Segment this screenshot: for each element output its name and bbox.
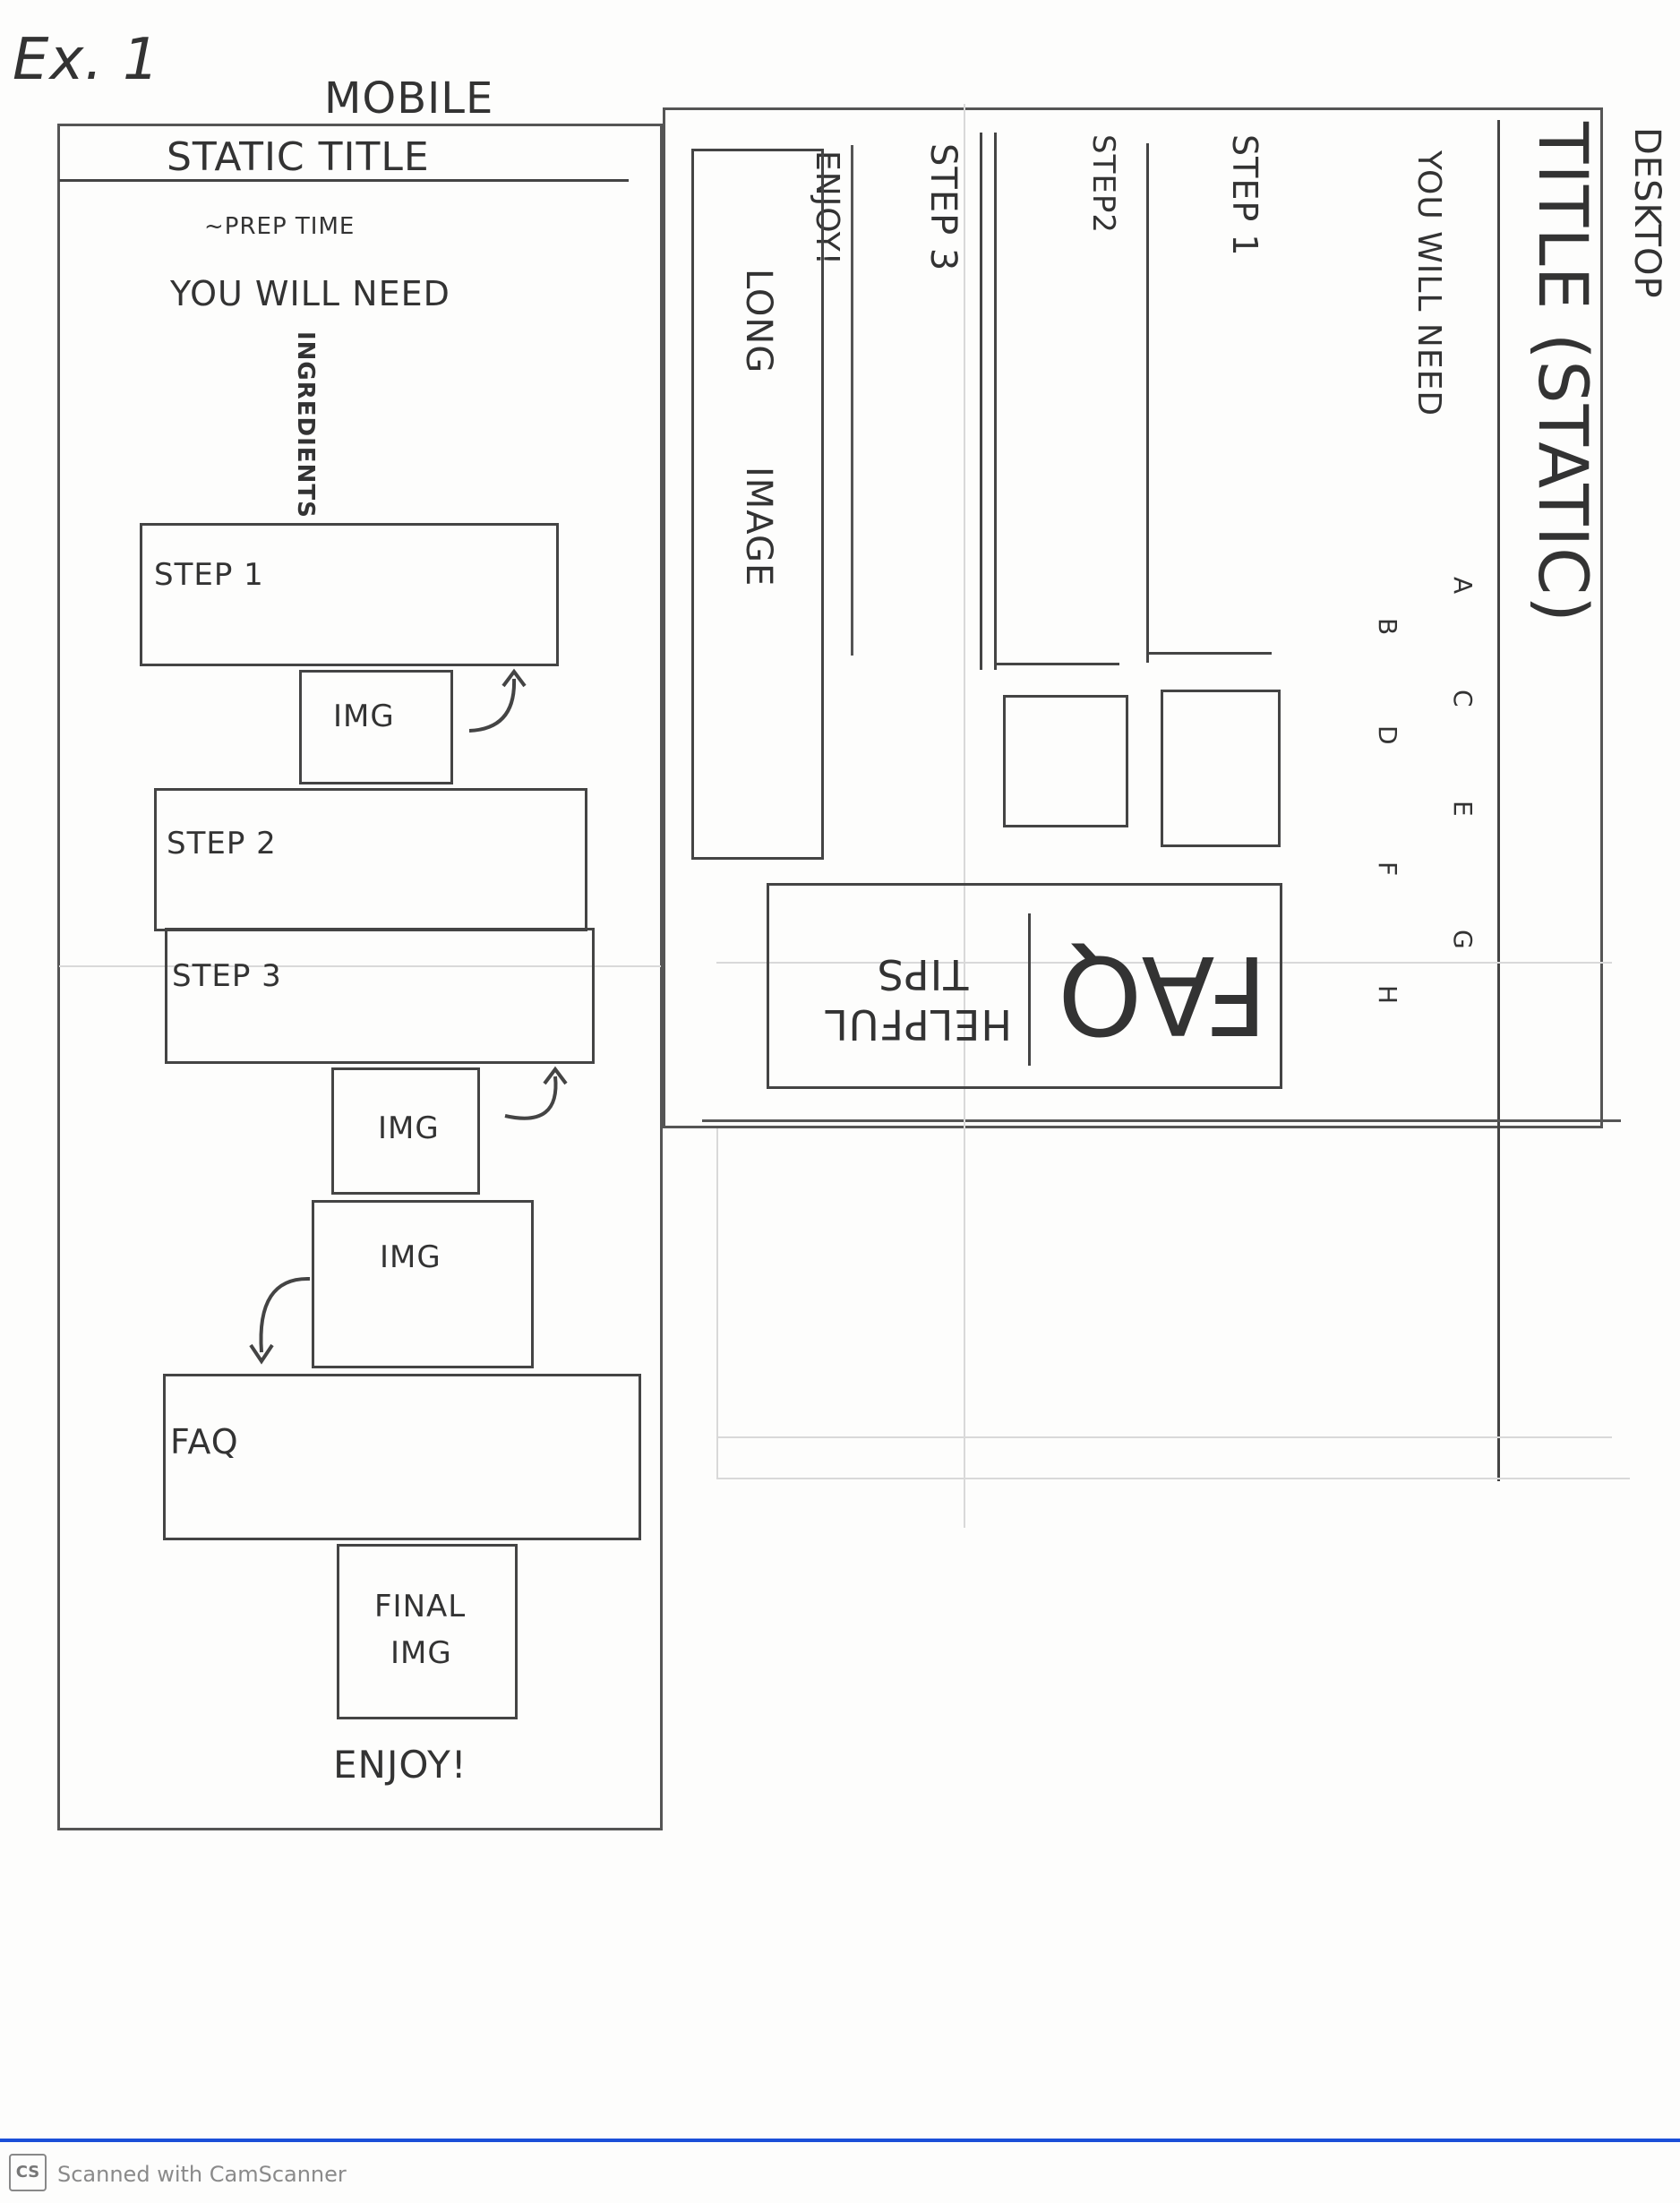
desktop-title-divider — [1497, 120, 1500, 1481]
mobile-img3-label: IMG — [380, 1239, 441, 1275]
desktop-ingredient-letter: E — [1448, 801, 1478, 818]
scanner-watermark-text: Scanned with CamScanner — [57, 2162, 347, 2187]
camscanner-logo-icon: CS — [9, 2154, 47, 2191]
desktop-enjoy-underline — [851, 145, 853, 656]
desktop-step3: STEP 3 — [922, 143, 964, 271]
mobile-title: STATIC TITLE — [167, 134, 430, 180]
desktop-title: TITLE (STATIC) — [1523, 122, 1603, 623]
desktop-step2-column-base — [1146, 652, 1272, 655]
desktop-ingredient-letter: B — [1373, 618, 1402, 636]
mobile-step1-box — [140, 523, 559, 666]
desktop-ingredient-letter: C — [1448, 690, 1478, 708]
desktop-step-column-line — [994, 133, 997, 670]
desktop-grid-line — [716, 1436, 1612, 1438]
scanner-bottom-bar — [0, 2139, 1680, 2142]
mobile-step3-box — [165, 928, 595, 1064]
desktop-ingredient-letter: D — [1373, 725, 1402, 746]
desktop-heading: DESKTOP — [1626, 127, 1667, 299]
desktop-faq-divider — [1028, 913, 1031, 1066]
desktop-faq: FAQ — [1057, 931, 1267, 1056]
mobile-img3-box — [312, 1200, 534, 1368]
desktop-ingredient-letter: A — [1448, 577, 1478, 595]
mobile-step3-label: STEP 3 — [172, 958, 282, 994]
curved-arrow-icon — [462, 659, 534, 740]
desktop-step-column-line — [980, 133, 982, 670]
curved-arrow-down-icon — [238, 1272, 319, 1370]
mobile-img2-label: IMG — [378, 1110, 440, 1146]
mobile-step1-label: STEP 1 — [154, 557, 264, 593]
mobile-final-img-line2: IMG — [390, 1635, 452, 1671]
sketch-label: Ex. 1 — [13, 27, 160, 93]
desktop-bottom-edge — [702, 1119, 1621, 1122]
mobile-faq-label: FAQ — [170, 1422, 239, 1462]
desktop-grid-line — [716, 1128, 718, 1478]
desktop-step-img-box — [1003, 695, 1128, 827]
desktop-grid-line — [716, 1478, 1630, 1479]
mobile-heading: MOBILE — [324, 73, 493, 124]
desktop-step2-column-line — [1146, 143, 1149, 663]
desktop-step2: STEP2 — [1085, 134, 1121, 234]
mobile-final-img-box — [337, 1544, 518, 1719]
curved-arrow-icon — [498, 1057, 579, 1137]
desktop-long-image: LONG IMAGE — [738, 269, 779, 587]
desktop-ingredient-letter: H — [1373, 985, 1402, 1005]
mobile-img1-label: IMG — [333, 699, 395, 734]
mobile-enjoy: ENJOY! — [333, 1743, 467, 1787]
desktop-you-will-need: YOU WILL NEED — [1410, 150, 1447, 416]
desktop-ingredient-letter: F — [1373, 861, 1402, 877]
desktop-step-img-box — [1161, 690, 1281, 847]
mobile-final-img-line1: FINAL — [374, 1589, 466, 1624]
desktop-ingredient-letter: G — [1448, 930, 1478, 950]
mobile-step2-label: STEP 2 — [167, 826, 277, 861]
desktop-helpful-tips: HELPFUL TIPS — [833, 949, 1012, 1050]
mobile-you-will-need: YOU WILL NEED — [170, 274, 450, 313]
mobile-ingredients: INGREDIENTS — [292, 331, 319, 519]
desktop-grid-line — [964, 104, 965, 1528]
desktop-step1: STEP 1 — [1225, 134, 1264, 257]
mobile-prep-time: ~PREP TIME — [204, 213, 355, 240]
desktop-step-column-base — [994, 663, 1119, 665]
